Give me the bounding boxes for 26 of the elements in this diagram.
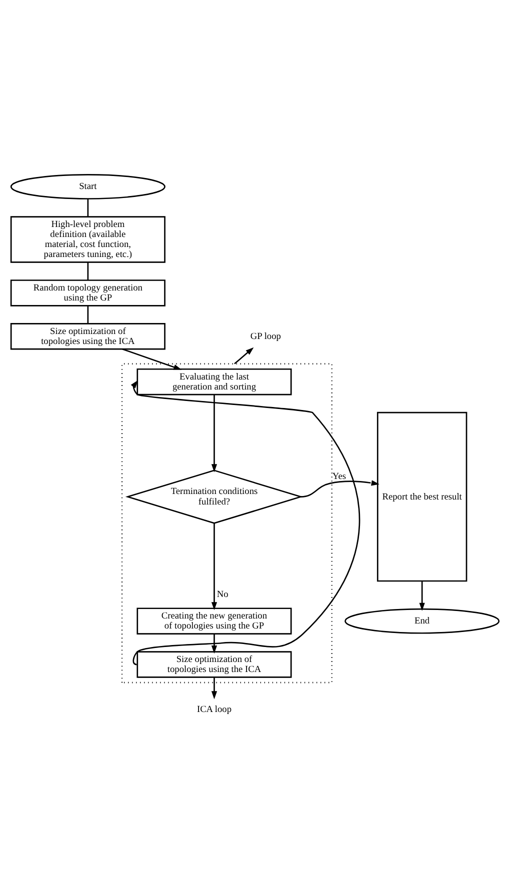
arrow <box>300 480 380 498</box>
node-box: Size optimization of topologies using the ICA <box>10 323 166 350</box>
edge-label: No <box>216 590 228 600</box>
connector <box>87 262 89 280</box>
node-box: Random topology generation using the GP <box>10 280 166 306</box>
node-box: Evaluating the last generation and sorting <box>136 368 292 396</box>
node-ellipse: End <box>344 608 500 634</box>
edge-label: Yes <box>332 472 346 482</box>
arrow <box>122 348 182 370</box>
node-text: GP loop <box>250 332 281 342</box>
arrow <box>211 523 218 610</box>
node-diamond: Termination conditions fulfiled? <box>125 470 304 524</box>
arrow <box>211 634 218 654</box>
arrow <box>211 394 218 472</box>
node-box: Size optimization of topologies using the ICA <box>136 651 292 678</box>
connector <box>87 198 89 217</box>
connector <box>87 306 89 324</box>
node-ellipse: Start <box>10 174 166 200</box>
arrow <box>130 380 360 665</box>
arrow <box>419 581 425 611</box>
node-box: High-level problem definition (available material, cost function, parameters tuning, etc.) <box>10 216 166 263</box>
arrow <box>211 677 218 700</box>
node-text: ICA loop <box>196 704 232 715</box>
node-box: Report the best result <box>376 412 468 582</box>
node-box: Creating the new generation of topologies using the GP <box>136 608 292 634</box>
arrow <box>234 347 254 364</box>
